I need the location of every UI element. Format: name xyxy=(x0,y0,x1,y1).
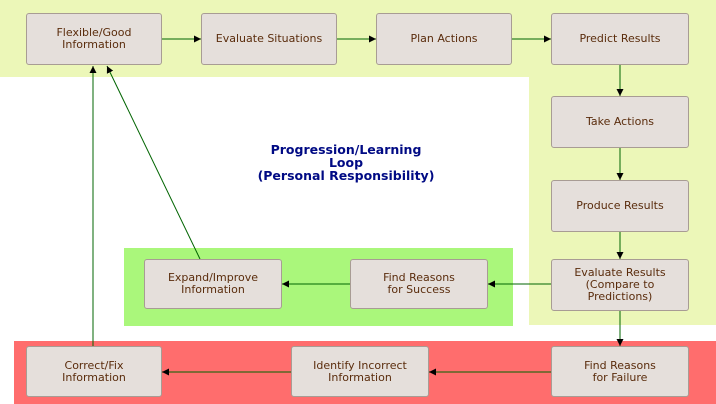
node-plan-actions: Plan Actions xyxy=(376,13,512,65)
node-evaluate-results: Evaluate Results (Compare to Predictions… xyxy=(551,259,689,311)
node-flexible-good-information: Flexible/Good Information xyxy=(26,13,162,65)
node-find-reasons-for-success: Find Reasons for Success xyxy=(350,259,488,309)
node-take-actions: Take Actions xyxy=(551,96,689,148)
node-identify-incorrect-information: Identify Incorrect Information xyxy=(291,346,429,397)
arrow-expand-info-to-flexible-info xyxy=(106,65,201,260)
diagram-title: Progression/Learning Loop (Personal Resp… xyxy=(257,142,435,183)
node-predict-results: Predict Results xyxy=(551,13,689,65)
node-evaluate-situations: Evaluate Situations xyxy=(201,13,337,65)
node-produce-results: Produce Results xyxy=(551,180,689,232)
node-find-reasons-for-failure: Find Reasons for Failure xyxy=(551,346,689,397)
node-expand-improve-information: Expand/Improve Information xyxy=(144,259,282,309)
node-correct-fix-information: Correct/Fix Information xyxy=(26,346,162,397)
